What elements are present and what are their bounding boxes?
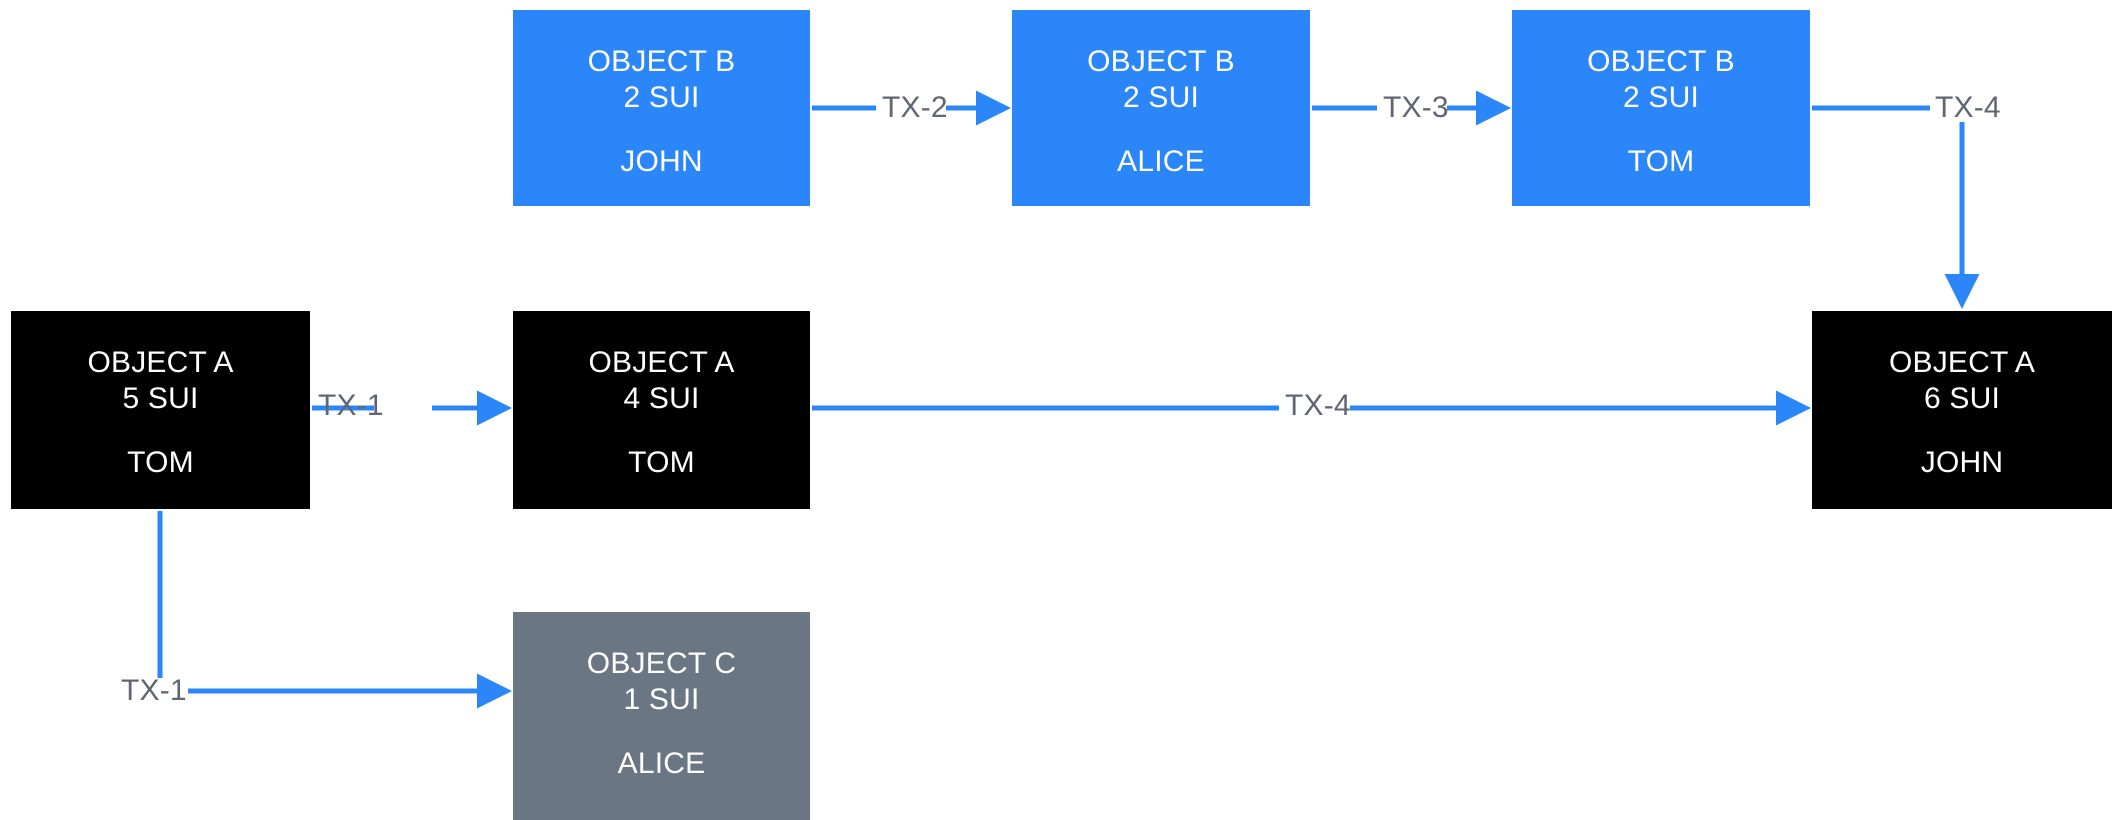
node-object-label: OBJECT B — [1087, 45, 1235, 78]
node-title: OBJECT C 1 SUI — [587, 646, 736, 718]
node-owner-label: ALICE — [617, 747, 706, 780]
edge-tx-1-to-object-c — [157, 511, 513, 709]
node-amount-label: 2 SUI — [1122, 81, 1200, 114]
node-owner-label: TOM — [628, 446, 695, 479]
node-title: OBJECT A 4 SUI — [588, 345, 734, 417]
node-amount-label: 2 SUI — [1622, 81, 1700, 114]
node-object-b-2-john[interactable]: OBJECT B 2 SUI JOHN — [513, 10, 810, 206]
node-object-a-4-tom[interactable]: OBJECT A 4 SUI TOM — [513, 311, 810, 509]
node-object-label: OBJECT A — [588, 346, 735, 379]
node-title: OBJECT A 6 SUI — [1889, 345, 2035, 417]
node-owner-label: TOM — [127, 446, 194, 479]
edge-label-tx-4-top: TX-4 — [1935, 91, 2001, 124]
node-owner-label: ALICE — [1117, 145, 1205, 178]
edge-label-tx-1-split-c: TX-1 — [121, 674, 187, 707]
edge-label-tx-1-split-a: TX-1 — [318, 389, 384, 422]
node-amount-label: 5 SUI — [122, 382, 199, 415]
node-amount-label: 2 SUI — [623, 81, 700, 114]
node-object-a-6-john[interactable]: OBJECT A 6 SUI JOHN — [1812, 311, 2112, 509]
node-object-c-1-alice[interactable]: OBJECT C 1 SUI ALICE — [513, 612, 810, 820]
node-amount-label: 1 SUI — [623, 683, 700, 716]
node-amount-label: 6 SUI — [1923, 382, 2001, 415]
node-object-label: OBJECT A — [87, 346, 234, 379]
node-owner-label: JOHN — [1920, 446, 2004, 479]
node-title: OBJECT B 2 SUI — [1587, 44, 1735, 116]
edge-label-tx-4-middle: TX-4 — [1285, 389, 1351, 422]
node-owner-label: JOHN — [620, 145, 703, 178]
node-object-label: OBJECT C — [586, 647, 737, 680]
edge-tx-4-merge — [1812, 105, 1980, 310]
node-title: OBJECT A 5 SUI — [87, 345, 233, 417]
node-object-b-2-alice[interactable]: OBJECT B 2 SUI ALICE — [1012, 10, 1310, 206]
node-title: OBJECT B 2 SUI — [588, 44, 736, 116]
node-object-b-2-tom[interactable]: OBJECT B 2 SUI TOM — [1512, 10, 1810, 206]
node-amount-label: 4 SUI — [623, 382, 700, 415]
node-title: OBJECT B 2 SUI — [1087, 44, 1235, 116]
edge-label-tx-2: TX-2 — [882, 91, 948, 124]
node-object-label: OBJECT B — [1587, 45, 1735, 78]
node-object-label: OBJECT A — [1888, 346, 2036, 379]
node-owner-label: TOM — [1627, 145, 1695, 178]
node-object-label: OBJECT B — [587, 45, 736, 78]
edge-label-tx-3: TX-3 — [1383, 91, 1449, 124]
node-object-a-5-tom[interactable]: OBJECT A 5 SUI TOM — [11, 311, 310, 509]
